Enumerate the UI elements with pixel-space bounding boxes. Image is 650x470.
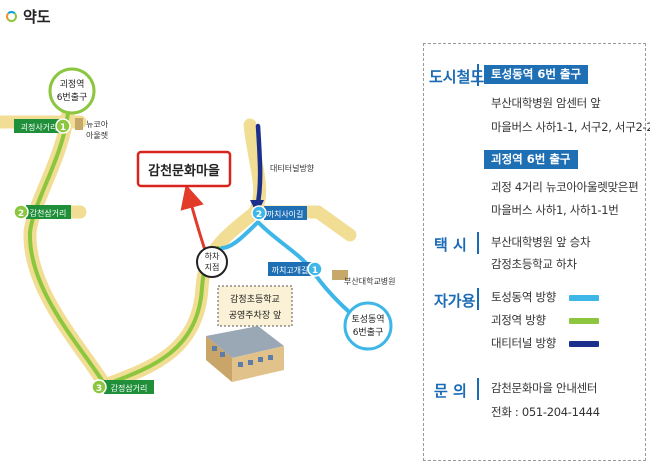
page-title: 약도 [23,8,51,26]
toseong-station-marker [343,301,393,351]
taxi-info-line: 감정초등학교 하차 [491,257,577,271]
stop-number-badge [91,379,107,395]
legend-contact-label: 문 의 [434,382,467,400]
stop-label: 까치사이길 [267,209,304,219]
hospital-label: 부산대학교병원 [344,276,396,286]
goejeong-route-line [27,111,220,387]
school-callout-text: 공영주차장 앞 [229,309,282,321]
subway-info-line: 괴정 4거리 뉴코아아울렛맞은편 [491,180,639,194]
stop-label: 괴정사거리 [21,122,58,132]
stop-number-badge [55,118,71,134]
car-route-swatch [569,318,599,324]
stop-label-bg [26,205,71,219]
route-map: 감천문화마을 괴정역 6번출구 토성동역 6번출구 괴정사거리 1 감천삼거리 … [0,67,396,395]
destination-box [136,150,232,188]
stop-label-bg [264,206,307,220]
toseong-station-exit: 6번출구 [353,327,384,338]
car-route-swatch [569,341,599,347]
legend-divider [477,64,479,86]
dropoff-label: 하차 [205,251,220,261]
goejeong-station-marker [48,67,96,115]
legend-divider [477,288,479,310]
stop-number-badge [251,205,267,221]
stop-number: 2 [256,210,262,220]
car-route-text: 토성동역 방향 [491,290,557,304]
legend-divider [477,378,479,400]
directions-legend: 도시철도 토성동역 6번 출구 부산대학병원 암센터 앞 마을버스 사하1-1,… [423,43,650,461]
stop-number-badge [13,204,29,220]
stop-number: 2 [18,209,24,219]
stop-label-bg [14,119,64,133]
contact-phone: 전화 : 051-204-1444 [491,405,600,419]
toseong-route-line [220,220,358,320]
legend-taxi-label: 택 시 [434,236,467,254]
subway-info-line: 부산대학병원 암센터 앞 [491,96,601,110]
stop-label-bg [104,380,154,394]
car-route-text: 괴정역 방향 [491,313,546,327]
car-route-text: 대티터널 방향 [491,336,557,350]
destination-arrow [180,184,207,251]
legend-subway-label: 도시철도 [429,68,485,86]
destination-label: 감천문화마을 [148,163,220,179]
newcore-label: 아울렛 [86,130,108,140]
dropoff-marker [196,246,228,278]
stop-number-badge [307,261,323,277]
subway-info-line: 마을버스 사하1, 사하1-1번 [491,203,619,217]
page-header: 약도 [6,6,51,27]
stop-label: 감정삼거리 [111,383,148,393]
goejeong-station-name: 괴정역 [60,79,85,90]
school-building-icon [206,326,284,382]
goejeong-station-exit: 6번출구 [57,92,88,103]
subway-info-line: 마을버스 사하1-1, 서구2, 서구2-2 [491,120,650,134]
hospital-building-icon [332,270,348,280]
stop-label-bg [268,262,312,276]
newcore-label: 뉴코아 [86,119,109,129]
dropoff-label: 지점 [205,262,220,272]
stop-number: 3 [96,384,102,394]
title-ring-icon [6,11,17,22]
stop-label: 감천삼거리 [30,208,67,218]
subway-badge-toseong: 토성동역 6번 출구 [484,65,589,84]
school-callout-text: 감정초등학교 [230,293,280,305]
legend-divider [477,232,479,254]
newcore-building-icon [75,118,83,130]
stop-number: 1 [60,123,66,133]
car-route-swatch [569,295,599,301]
school-callout-box [217,285,293,327]
stop-label: 까치고개길 [272,265,309,275]
stop-number: 1 [312,266,318,276]
subway-badge-goejeong: 괴정역 6번 출구 [484,150,578,169]
taxi-info-line: 부산대학병원 앞 승차 [491,235,591,249]
toseong-station-name: 토성동역 [351,314,384,325]
contact-info-line: 감천문화마을 안내센터 [491,381,598,395]
terminal-direction-label: 대티터널방향 [270,163,315,173]
legend-car-label: 자가용 [434,292,476,310]
